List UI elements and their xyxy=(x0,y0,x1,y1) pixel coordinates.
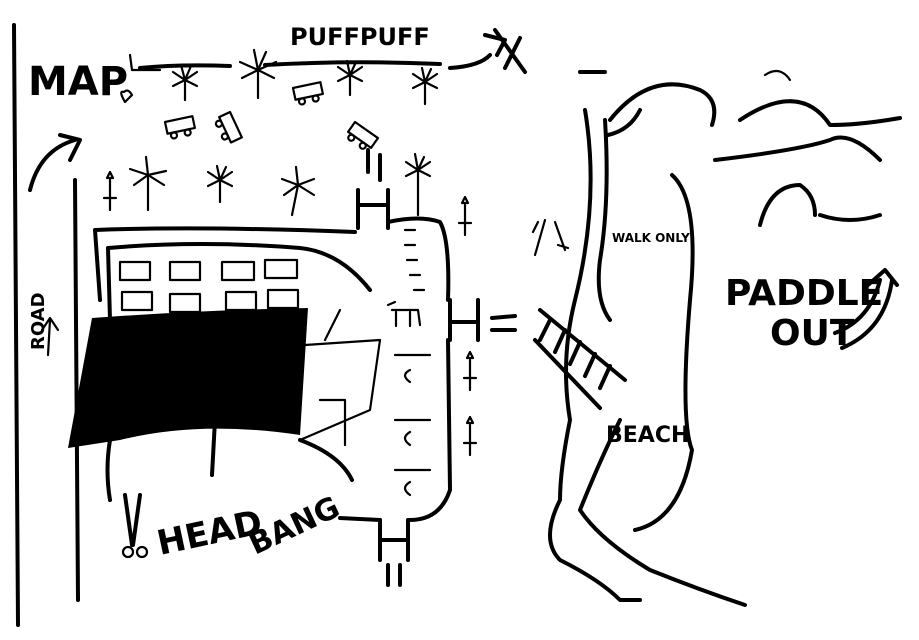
side-gate xyxy=(448,298,517,342)
palm-trees xyxy=(102,48,478,457)
waves xyxy=(606,82,902,227)
scissors-icon xyxy=(123,493,142,547)
puffpuff-label: PUFFPUFF xyxy=(290,23,430,51)
top-gate xyxy=(356,148,390,230)
scissors-handle xyxy=(135,545,149,559)
surfer-icon xyxy=(763,69,792,82)
van-icon xyxy=(291,81,324,106)
beach-stairs xyxy=(533,308,627,410)
heart-icon xyxy=(120,89,134,104)
beach-label: BEACH xyxy=(606,423,689,448)
dog-icon xyxy=(386,300,422,328)
road-arrow-icon xyxy=(40,316,60,357)
person-icon xyxy=(102,170,118,212)
person-icon xyxy=(457,195,473,237)
van-icon xyxy=(214,110,243,144)
map-title: MAP xyxy=(28,59,128,105)
puffpuff-route xyxy=(138,28,527,74)
wave-icon xyxy=(606,82,902,137)
van-icon xyxy=(347,120,380,150)
coastline xyxy=(578,118,747,607)
walk-only-label: WALK ONLY xyxy=(612,231,690,245)
person-icon xyxy=(462,415,478,457)
building-legs xyxy=(105,418,354,502)
title-flourish xyxy=(128,53,162,72)
scissors-handle xyxy=(121,545,135,559)
cliff-edge xyxy=(548,70,642,602)
palm-tree-icon xyxy=(206,164,234,204)
building-annex xyxy=(298,308,382,447)
palm-tree-icon xyxy=(128,155,168,212)
lounge-chairs xyxy=(393,228,432,497)
compound-outline xyxy=(93,216,452,522)
building-roof xyxy=(106,242,372,322)
paddle-label: PADDLE xyxy=(725,273,883,314)
wave-icon xyxy=(758,183,882,227)
up-arrow-icon xyxy=(28,133,82,192)
palm-tree-icon xyxy=(238,48,278,100)
palm-tree-icon xyxy=(280,165,316,217)
palm-tree-icon xyxy=(404,152,432,217)
road-line xyxy=(12,23,20,627)
van-icon xyxy=(163,115,196,140)
shoreline xyxy=(633,173,695,532)
paddle-arrow-icon xyxy=(833,268,899,350)
palm-tree-icon xyxy=(171,63,199,102)
building-windows xyxy=(118,258,300,314)
shaded-area xyxy=(68,308,308,448)
bang-label: BANG xyxy=(244,490,346,562)
palm-tree-icon xyxy=(336,59,364,97)
two-way-arrow-icon xyxy=(531,218,570,257)
wave-icon xyxy=(713,135,882,162)
bottom-gate xyxy=(378,518,410,587)
road-edge-line xyxy=(73,178,80,602)
vans xyxy=(163,81,380,150)
road-label: ROAD xyxy=(28,292,49,350)
palm-tree-icon xyxy=(411,66,439,106)
person-icon xyxy=(462,350,478,392)
